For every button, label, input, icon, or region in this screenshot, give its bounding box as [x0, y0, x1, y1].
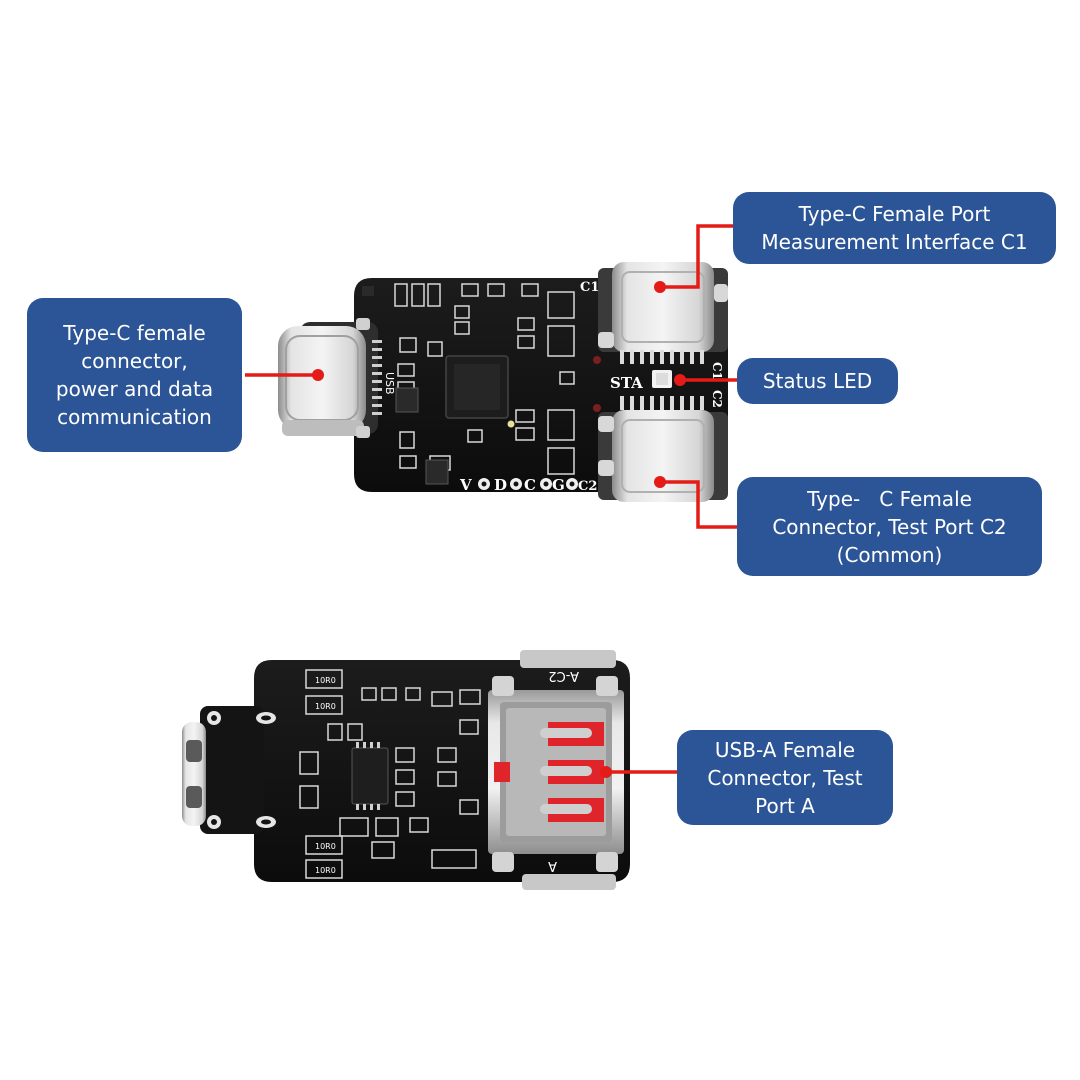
bottom-chip [351, 742, 389, 810]
callout-port-a-line-3: Port A [755, 793, 815, 818]
silk-pin-c: C [524, 476, 536, 494]
callout-port-a-line-1: USB-A Female [714, 737, 856, 762]
status-led [593, 356, 672, 412]
leader-port-c1 [660, 224, 735, 289]
callout-usb-c-input-line-4: communication [57, 405, 212, 429]
silk-pin-row: V D C G C2 [459, 476, 597, 494]
callout-status-led: Status LED [737, 358, 898, 404]
silk-a: A [548, 858, 557, 873]
bottom-usb-c-edge [182, 722, 206, 826]
callout-port-c2-line-2: Connector, Test Port C2 [772, 514, 1007, 539]
silk-resistor-1: 10R0 [315, 676, 336, 685]
bottom-silkscreen: 10R0 10R0 10R0 10R0 [315, 676, 336, 875]
callout-status-led-line-1: Status LED [762, 369, 873, 393]
silk-resistor-2: 10R0 [315, 702, 336, 711]
callout-port-c1: Type-C Female Port Measurement Interface… [733, 192, 1056, 264]
callout-port-c2: Type- C Female Connector, Test Port C2 (… [737, 477, 1042, 576]
callout-port-c2-line-3: (Common) [836, 542, 943, 567]
silk-resistor-3: 10R0 [315, 842, 336, 851]
top-usb-c-port-c1 [598, 262, 728, 364]
top-usb-c-input-connector [278, 318, 382, 438]
silk-c1-vertical: C1 [710, 362, 724, 380]
silk-pin-g: G [552, 476, 565, 494]
silk-usb: USB [383, 372, 396, 395]
top-silkscreen: USB C1 STA C1 C2 V D C G C2 [383, 280, 724, 494]
callout-port-c1-line-2: Measurement Interface C1 [761, 230, 1028, 254]
silk-pin-v: V [459, 476, 472, 494]
callout-usb-c-input-line-1: Type-C female [63, 321, 206, 345]
callout-port-a-line-2: Connector, Test [707, 765, 863, 790]
leader-dots [312, 281, 686, 778]
callout-usb-c-input-line-2: connector, [81, 349, 188, 373]
top-smd-components [394, 283, 575, 475]
bottom-usb-a-port: A-C2 A [488, 650, 624, 890]
silk-sta: STA [610, 374, 643, 392]
silk-pin-c2: C2 [578, 479, 597, 494]
silk-a-c2: A-C2 [548, 668, 579, 683]
callout-usb-c-input-line-3: power and data [55, 377, 214, 401]
callout-port-c1-line-1: Type-C Female Port [798, 202, 991, 226]
silk-c2-vertical: C2 [710, 390, 724, 408]
bottom-smd-components [299, 669, 481, 879]
silk-pin-d: D [494, 476, 507, 494]
leader-port-c2 [660, 480, 738, 529]
silk-c1: C1 [580, 280, 599, 295]
callout-port-c2-line-1: Type- C Female [807, 486, 972, 511]
callout-port-a: USB-A Female Connector, Test Port A [677, 730, 893, 825]
callout-usb-c-input: Type-C female connector, power and data … [27, 298, 242, 452]
leader-lines [245, 224, 738, 774]
top-chips [395, 355, 515, 485]
top-usb-c-port-c2 [598, 396, 728, 502]
silk-resistor-4: 10R0 [315, 866, 336, 875]
